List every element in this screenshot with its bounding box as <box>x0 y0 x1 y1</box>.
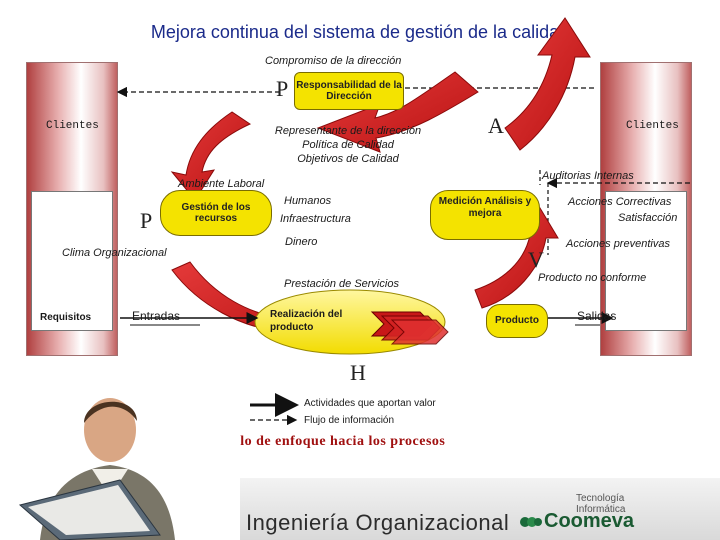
recurso-infraestructura: Infraestructura <box>280 213 351 225</box>
cycle-arrow-top-right <box>504 17 591 151</box>
acciones-preventivas: Acciones preventivas <box>566 238 670 250</box>
producto-no-conforme-label: Producto no conforme <box>538 272 647 284</box>
person-photo <box>0 385 240 540</box>
modelo-caption: Modelo de enfoque hacia los procesos <box>204 434 446 449</box>
footer-logo-subtitle: Tecnología Informática <box>576 493 626 515</box>
letter-h: H <box>350 360 366 385</box>
ambiente-label: Ambiente Laboral <box>178 178 265 190</box>
realizacion-label: Realización del producto <box>270 309 343 333</box>
compromiso-label: Compromiso de la dirección <box>265 55 402 67</box>
clientes-right-label: Clientes <box>626 120 679 132</box>
requirements-panel <box>31 191 113 331</box>
auditorias-label: Auditorias Internas <box>542 170 634 182</box>
satisfaccion-label: Satisfacción <box>618 212 678 224</box>
footer-logo-main: Coomeva <box>544 510 635 532</box>
entradas-label: Entradas <box>132 309 181 323</box>
diagram-title: Mejora continua del sistema de gestión d… <box>150 22 570 42</box>
medicion-box: Medición Análisis y mejora <box>430 190 540 240</box>
producto-box: Producto <box>486 304 548 338</box>
footer-brand: Ingeniería Organizacional <box>246 510 510 535</box>
letter-p-left: P <box>140 208 153 233</box>
letter-p-top: P <box>276 76 289 101</box>
gestion-box: Gestión de los recursos <box>160 190 272 236</box>
requisitos-label: Requisitos <box>40 312 92 323</box>
outputs-panel <box>605 191 687 331</box>
letter-v: V <box>528 247 544 272</box>
letter-a: A <box>488 113 504 138</box>
recurso-dinero: Dinero <box>285 236 318 248</box>
acciones-correctivas: Acciones Correctivas <box>568 196 672 208</box>
legend-value-label: Actividades que aportan valor <box>304 398 436 409</box>
politica-label: Política de Calidad <box>302 139 394 151</box>
representante-block: Representante de la dirección Política d… <box>258 124 438 166</box>
clima-label: Clima Organizacional <box>62 247 167 259</box>
recurso-humanos: Humanos <box>284 195 332 207</box>
coomeva-logo-icon <box>520 515 542 529</box>
clients-right-pillar <box>600 62 692 356</box>
cycle-arrow-bottom-right <box>474 207 559 309</box>
prestacion-label: Prestación de Servicios <box>284 278 399 290</box>
legend-info-label: Flujo de información <box>304 415 395 426</box>
clients-left-pillar <box>26 62 118 356</box>
representante-label: Representante de la dirección <box>274 125 422 137</box>
clientes-left-label: Clientes <box>46 120 99 132</box>
responsabilidad-box: Responsabilidad de la Dirección <box>294 72 404 110</box>
objetivos-label: Objetivos de Calidad <box>297 153 399 165</box>
cycle-arrow-top-left <box>316 71 479 153</box>
salidas-label: Salidas <box>577 309 617 323</box>
